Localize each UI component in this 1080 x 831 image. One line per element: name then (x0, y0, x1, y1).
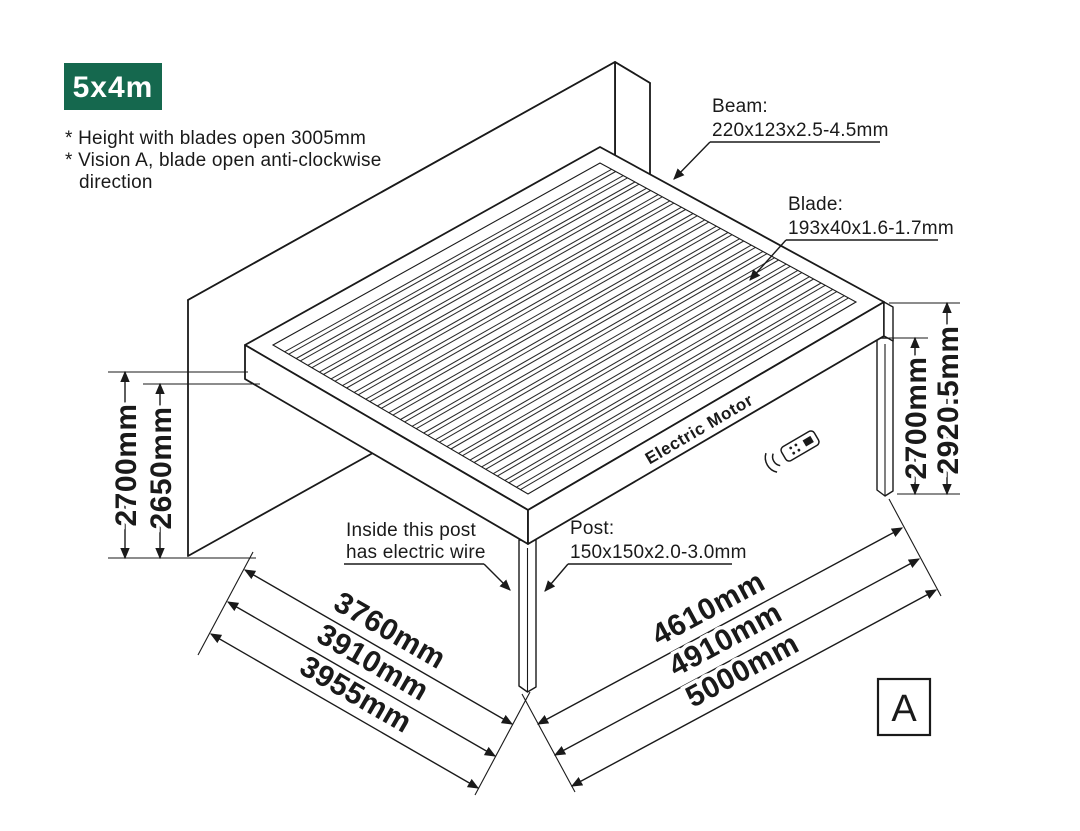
right-post (876, 337, 894, 497)
beam-callout: Beam: 220x123x2.5-4.5mm (673, 96, 889, 180)
electric-wire-note: Inside this post has electric wire (344, 520, 511, 591)
blade-callout: Blade: 193x40x1.6-1.7mm (749, 194, 954, 281)
wire-note-line2: has electric wire (346, 542, 486, 563)
size-badge-label: 5x4m (73, 71, 154, 104)
post-callout-title: Post: (570, 518, 614, 539)
dim-right-inner: 2700mm (900, 356, 933, 479)
wire-note-line1: Inside this post (346, 520, 476, 541)
notes: * Height with blades open 3005mm * Visio… (65, 128, 382, 193)
view-label-box: A (876, 677, 932, 737)
front-post (518, 539, 537, 693)
roof-louvers (284, 168, 849, 491)
note-line-2: * Vision A, blade open anti-clockwise (65, 150, 382, 171)
size-badge-background (64, 63, 162, 110)
note-line-1: * Height with blades open 3005mm (65, 128, 366, 149)
right-dimensions: 2700mm 2920.5mm (886, 301, 969, 496)
beam-end-cap (883, 301, 894, 342)
bottom-left-dimensions: 3760mm 3910mm 3955mm (197, 551, 531, 796)
blade-callout-title: Blade: (788, 194, 843, 215)
dim-left-inner: 2650mm (145, 406, 178, 529)
blade-callout-dims: 193x40x1.6-1.7mm (788, 218, 954, 239)
post-callout-dims: 150x150x2.0-3.0mm (570, 542, 747, 563)
left-dimensions: 2700mm 2650mm (107, 370, 260, 560)
roof (244, 146, 894, 545)
beam-callout-dims: 220x123x2.5-4.5mm (712, 120, 889, 141)
beam-callout-title: Beam: (712, 96, 768, 117)
dim-right-outer: 2920.5mm (932, 325, 965, 474)
post-callout: Post: 150x150x2.0-3.0mm (544, 518, 747, 592)
note-line-3: direction (79, 172, 153, 193)
dim-left-outer: 2700mm (110, 403, 143, 526)
remote-control-icon (764, 430, 820, 473)
size-badge: 5x4m (64, 63, 162, 110)
view-label-letter: A (891, 688, 917, 730)
